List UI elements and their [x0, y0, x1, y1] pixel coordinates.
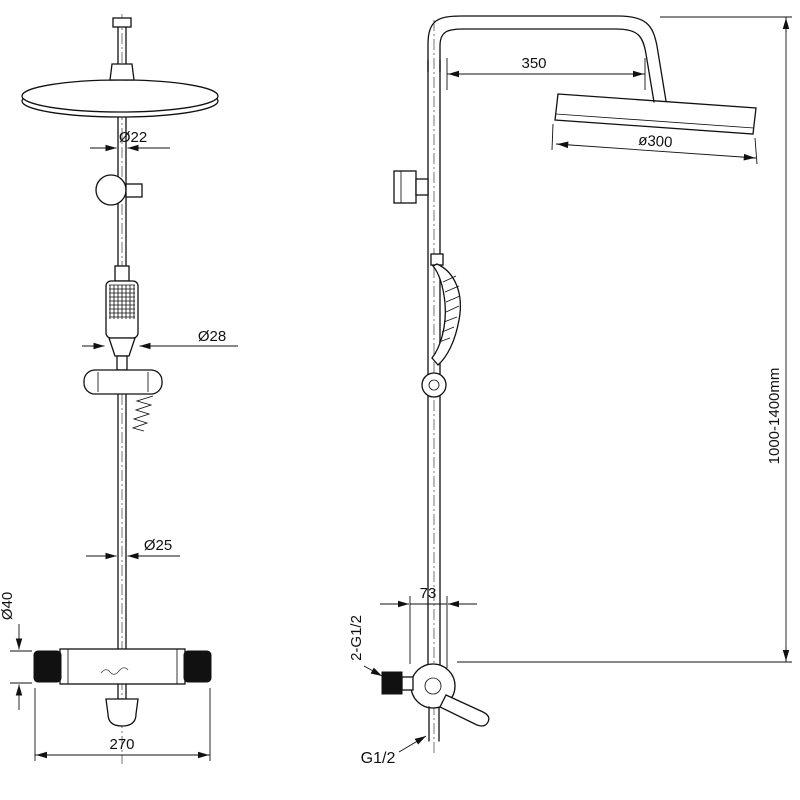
dim-label-270: 270 [109, 736, 134, 753]
outlet-pipe-side [428, 706, 440, 742]
slider-bracket-side [421, 372, 447, 398]
mixer-body-front [33, 648, 212, 685]
dim-label-o28: Ø28 [198, 328, 226, 345]
dimension-o28: Ø28 [82, 328, 238, 350]
hand-shower-side [430, 253, 461, 366]
mixer-valve-side [381, 663, 490, 727]
spout-front [105, 683, 139, 727]
dimension-o22: Ø22 [90, 129, 170, 152]
shower-hose-coil [131, 395, 154, 432]
dim-label-350: 350 [521, 55, 546, 72]
rain-shower-head-side [554, 93, 757, 135]
mixer-handle-left [33, 650, 62, 683]
callout-g12: G1/2 [361, 735, 427, 767]
wall-bracket-side [393, 170, 429, 204]
dim-label-o40: Ø40 [0, 592, 16, 620]
side-view: ø300 350 [348, 15, 792, 767]
dim-label-o22: Ø22 [119, 129, 147, 146]
dim-label-o25: Ø25 [144, 537, 172, 554]
hand-shower-front [105, 265, 139, 371]
shower-arm-gooseneck [427, 15, 667, 103]
dimension-o25: Ø25 [86, 537, 180, 560]
mixer-handle-right [183, 650, 212, 683]
callout-2-g12: 2-G1/2 [348, 615, 383, 677]
dimension-o40: Ø40 [0, 592, 32, 710]
wall-inlet-fitting [381, 671, 403, 695]
dimension-height: 1000-1400mm [457, 16, 792, 663]
dim-label-73: 73 [420, 585, 437, 602]
dim-label-o300: ø300 [638, 132, 673, 151]
head-pipe-front [109, 17, 135, 81]
dimension-o300: ø300 [551, 123, 758, 165]
front-view: Ø22 Ø28 [0, 14, 238, 764]
brand-mark [100, 667, 129, 675]
mixer-spout-side [439, 694, 490, 727]
hand-shower-hatch [438, 275, 461, 343]
spray-face-grid [109, 284, 135, 319]
dimension-350: 350 [446, 55, 646, 90]
rain-shower-head-front [21, 79, 219, 118]
label-g12: G1/2 [361, 750, 396, 767]
swivel-joint-front [95, 174, 143, 206]
slider-bracket-front [83, 369, 163, 395]
dimension-73: 73 [380, 585, 477, 668]
label-2-g12: 2-G1/2 [348, 615, 365, 661]
dim-label-height: 1000-1400mm [766, 368, 783, 465]
dimension-270: 270 [34, 688, 211, 761]
